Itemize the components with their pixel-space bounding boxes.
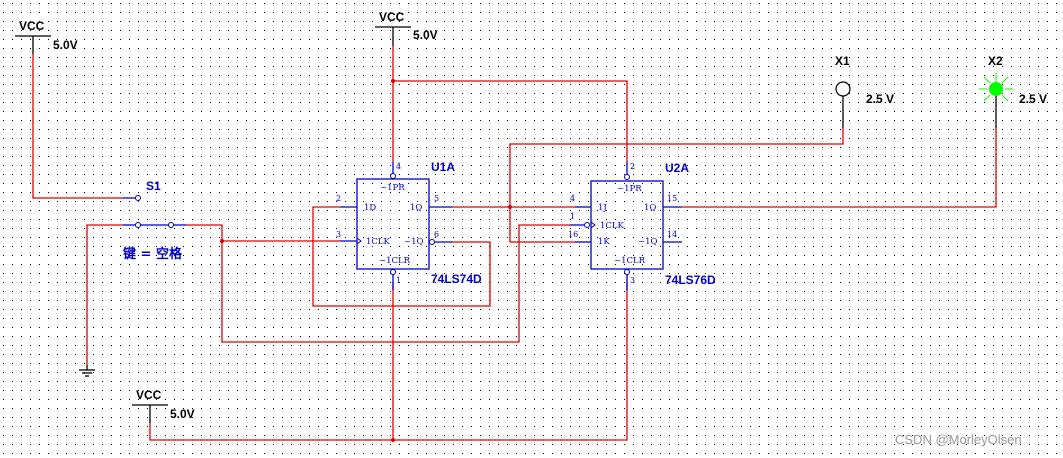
chip-part: 74LS76D (665, 273, 716, 287)
chip-ref: U2A (665, 161, 689, 175)
pin-number: 15 (667, 194, 677, 203)
switch-key-label: 键 = 空格 (122, 246, 183, 262)
vcc-source-2[interactable]: VCC 5.0V (375, 10, 438, 46)
wire-switch-gnd[interactable] (86, 224, 123, 365)
junction (508, 205, 512, 209)
pin-label-j: 1J (598, 203, 607, 213)
pin-label-qn: ~1Q (404, 237, 424, 247)
pin-label-k: 1K (598, 237, 610, 247)
probe-ref: X1 (835, 54, 850, 68)
pin-label-clr: ~1CLR (379, 256, 411, 266)
pin-label-clr: ~1CLR (614, 256, 646, 266)
vcc-voltage: 5.0V (53, 38, 78, 52)
chip-u1a[interactable]: ~1PR 1D 1Q 1CLK ~1Q ~1CLR 4 2 3 5 6 1 U1… (336, 160, 482, 290)
chip-part: 74LS74D (431, 272, 482, 286)
wire-x2[interactable] (682, 128, 997, 208)
chip-u2a[interactable]: ~1PR 1J 1Q 1CLK 1K ~1Q ~1CLR 2 4 1 16 15… (568, 161, 716, 290)
wire-u1-feedback[interactable] (312, 206, 491, 307)
pin-number: 2 (630, 162, 635, 171)
pin-number: 5 (434, 194, 439, 203)
pin-number: 14 (667, 230, 677, 239)
probe-voltage: 2.5 V (1019, 92, 1047, 106)
probe-x2[interactable]: X2 2.5 V (979, 54, 1047, 128)
pin-label-pr: ~1PR (380, 183, 405, 193)
pin-label-q: 1Q (644, 203, 656, 213)
wire-u2-clk[interactable] (221, 224, 570, 343)
vcc-source-1[interactable]: VCC 5.0V (15, 19, 78, 54)
switch-contact (135, 195, 141, 201)
ground-symbol (79, 365, 95, 377)
clock-triangle (590, 221, 596, 229)
junction (220, 239, 224, 243)
pin-label-q: 1Q (410, 203, 422, 213)
pin-number: 6 (434, 230, 439, 239)
pin-label-d: 1D (364, 203, 376, 213)
pin-number: 1 (396, 276, 401, 285)
probe-lamp-on (989, 82, 1003, 96)
vcc-label: VCC (136, 388, 162, 402)
vcc-source-3[interactable]: VCC 5.0V (132, 388, 195, 423)
wire-vcc1-switch[interactable] (32, 54, 123, 199)
wire-u2k[interactable] (509, 207, 575, 243)
wire-vcc2-u2pr[interactable] (393, 80, 628, 162)
junction (391, 79, 395, 83)
probe-x1[interactable]: X1 2.5 V (835, 54, 894, 128)
vcc-voltage: 5.0V (170, 407, 195, 421)
pin-number: 4 (570, 194, 575, 203)
pin-number: 2 (336, 194, 341, 203)
switch-contact (135, 222, 141, 228)
pin-label-qn: ~1Q (638, 237, 658, 247)
switch-s1[interactable]: S1 键 = 空格 (122, 179, 186, 262)
vcc-voltage: 5.0V (413, 28, 438, 42)
wire-x1[interactable] (509, 128, 844, 207)
wires (32, 46, 997, 442)
junction (391, 438, 395, 442)
probe-lamp-off (835, 81, 851, 97)
vcc-label: VCC (19, 19, 45, 33)
pin-number: 16 (568, 230, 578, 239)
clock-triangle (356, 237, 362, 245)
pin-label-clk: 1CLK (366, 237, 391, 247)
wire-switch-node[interactable] (186, 224, 223, 241)
pin-label-clk: 1CLK (600, 221, 625, 231)
pin-number: 3 (630, 276, 635, 285)
wire-vcc3-u2clr[interactable] (149, 282, 628, 441)
watermark: CSDN @MorleyOlsen (895, 432, 1022, 447)
pin-number: 1 (570, 212, 575, 221)
pin-number: 3 (336, 230, 341, 239)
pin-label-pr: ~1PR (617, 184, 642, 194)
probe-ref: X2 (988, 54, 1003, 68)
chip-ref: U1A (431, 160, 455, 174)
pin-number: 4 (396, 162, 401, 171)
switch-contact (168, 222, 174, 228)
probe-voltage: 2.5 V (866, 92, 894, 106)
switch-ref: S1 (146, 179, 161, 193)
vcc-label: VCC (379, 10, 405, 24)
